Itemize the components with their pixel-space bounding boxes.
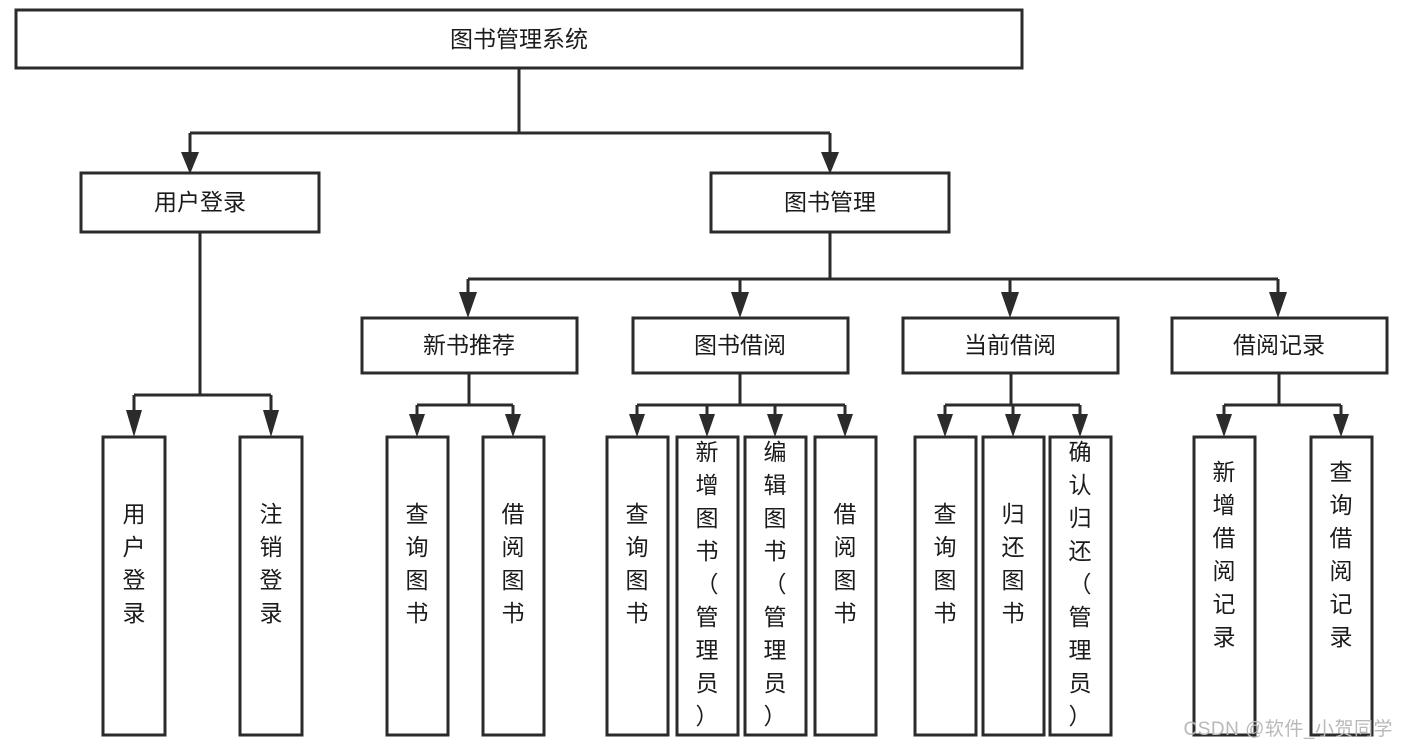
arrow-head-new-book-recommend xyxy=(459,292,477,318)
node-book-manage-label: 图书管理 xyxy=(784,189,876,215)
connector-group-book-manage xyxy=(459,232,1287,318)
connector-group-new-book-recommend xyxy=(409,373,521,437)
node-book-borrow-label: 图书借阅 xyxy=(694,332,786,358)
node-leaf-user-login[interactable]: 用户登录 xyxy=(101,435,167,737)
node-book-borrow[interactable]: 图书借阅 xyxy=(631,316,850,375)
node-book-manage[interactable]: 图书管理 xyxy=(709,171,951,234)
node-leaf-add-record-box[interactable] xyxy=(1192,435,1257,737)
node-book-borrow-box[interactable] xyxy=(631,316,850,375)
connector-group-borrow-record xyxy=(1216,373,1349,437)
node-leaf-query-book-1-label: 查询图书 xyxy=(406,501,429,626)
arrow-head-leaf-return-book xyxy=(1005,414,1021,437)
node-current-borrow-label: 当前借阅 xyxy=(964,332,1056,358)
arrow-head-leaf-query-book-3 xyxy=(937,414,953,437)
arrow-head-leaf-query-record xyxy=(1333,414,1349,437)
node-leaf-query-record-box[interactable] xyxy=(1309,435,1374,737)
node-leaf-add-record[interactable]: 新增借阅记录 xyxy=(1192,435,1257,737)
node-leaf-return-book-box[interactable] xyxy=(981,435,1046,737)
node-root-label: 图书管理系统 xyxy=(450,26,588,52)
node-new-book-recommend[interactable]: 新书推荐 xyxy=(360,316,579,375)
node-borrow-record-box[interactable] xyxy=(1170,316,1389,375)
node-leaf-query-book-2-label: 查询图书 xyxy=(626,501,649,626)
node-leaf-borrow-book-2-label: 借阅图书 xyxy=(834,501,857,626)
connector-group-book-borrow xyxy=(629,373,853,437)
arrow-head-leaf-user-logout xyxy=(263,410,279,437)
node-leaf-query-record[interactable]: 查询借阅记录 xyxy=(1309,435,1374,737)
node-root[interactable]: 图书管理系统 xyxy=(14,8,1024,70)
arrow-head-leaf-query-book-1 xyxy=(409,414,425,437)
node-leaf-borrow-book-1[interactable]: 借阅图书 xyxy=(481,435,546,737)
node-leaf-edit-book-box[interactable] xyxy=(743,435,808,737)
node-leaf-add-record-label: 新增借阅记录 xyxy=(1213,459,1236,650)
node-leaf-user-logout-box[interactable] xyxy=(238,435,304,737)
node-user-login[interactable]: 用户登录 xyxy=(79,171,321,234)
node-leaf-return-book[interactable]: 归还图书 xyxy=(981,435,1046,737)
node-new-book-recommend-label: 新书推荐 xyxy=(423,332,515,358)
node-leaf-confirm-return[interactable]: 确认归还（管理员） xyxy=(1048,435,1113,737)
arrow-head-leaf-confirm-return xyxy=(1072,414,1088,437)
arrow-head-leaf-borrow-book-1 xyxy=(505,414,521,437)
arrow-head-current-borrow xyxy=(1001,292,1019,318)
node-leaf-return-book-label: 归还图书 xyxy=(1002,501,1025,626)
arrow-head-borrow-record xyxy=(1269,292,1287,318)
node-leaf-borrow-book-2[interactable]: 借阅图书 xyxy=(813,435,878,737)
node-new-book-recommend-box[interactable] xyxy=(360,316,579,375)
connector-group-root xyxy=(181,68,839,174)
node-leaf-borrow-book-1-label: 借阅图书 xyxy=(502,501,525,626)
node-leaf-borrow-book-2-box[interactable] xyxy=(813,435,878,737)
node-borrow-record-label: 借阅记录 xyxy=(1233,332,1325,358)
arrow-head-leaf-query-book-2 xyxy=(629,414,645,437)
arrow-head-user-login xyxy=(181,152,199,174)
node-leaf-edit-book-label: 编辑图书（管理员） xyxy=(764,439,787,729)
arrow-head-book-borrow xyxy=(731,292,749,318)
node-leaf-query-book-3-box[interactable] xyxy=(913,435,978,737)
node-leaf-user-logout-label: 注销登录 xyxy=(260,501,283,626)
arrow-head-leaf-user-login xyxy=(126,410,142,437)
arrow-head-book-manage xyxy=(821,152,839,174)
node-leaf-confirm-return-box[interactable] xyxy=(1048,435,1113,737)
node-leaf-user-login-label: 用户登录 xyxy=(123,501,146,626)
node-leaf-add-book-label: 新增图书（管理员） xyxy=(696,439,719,729)
node-leaf-edit-book[interactable]: 编辑图书（管理员） xyxy=(743,435,808,737)
node-leaf-query-book-1[interactable]: 查询图书 xyxy=(385,435,450,737)
arrow-head-leaf-add-record xyxy=(1216,414,1232,437)
node-user-login-label: 用户登录 xyxy=(154,189,246,215)
node-leaf-query-record-label: 查询借阅记录 xyxy=(1330,459,1353,650)
arrow-head-leaf-borrow-book-2 xyxy=(837,414,853,437)
node-book-manage-box[interactable] xyxy=(709,171,951,234)
node-leaf-query-book-2[interactable]: 查询图书 xyxy=(605,435,670,737)
node-root-box[interactable] xyxy=(14,8,1024,70)
connector-group-current-borrow xyxy=(937,373,1088,437)
node-leaf-query-book-2-box[interactable] xyxy=(605,435,670,737)
node-current-borrow[interactable]: 当前借阅 xyxy=(901,316,1120,375)
node-user-login-box[interactable] xyxy=(79,171,321,234)
connector-group-user-login xyxy=(126,232,279,437)
node-leaf-borrow-book-1-box[interactable] xyxy=(481,435,546,737)
arrow-head-leaf-edit-book xyxy=(767,414,783,437)
node-leaf-query-book-3[interactable]: 查询图书 xyxy=(913,435,978,737)
node-leaf-add-book-box[interactable] xyxy=(675,435,740,737)
node-leaf-user-login-box[interactable] xyxy=(101,435,167,737)
node-leaf-add-book[interactable]: 新增图书（管理员） xyxy=(675,435,740,737)
node-borrow-record[interactable]: 借阅记录 xyxy=(1170,316,1389,375)
node-leaf-confirm-return-label: 确认归还（管理员） xyxy=(1069,439,1092,729)
node-leaf-query-book-3-label: 查询图书 xyxy=(934,501,957,626)
arrow-head-leaf-add-book xyxy=(699,414,715,437)
node-leaf-query-book-1-box[interactable] xyxy=(385,435,450,737)
node-current-borrow-box[interactable] xyxy=(901,316,1120,375)
node-leaf-user-logout[interactable]: 注销登录 xyxy=(238,435,304,737)
